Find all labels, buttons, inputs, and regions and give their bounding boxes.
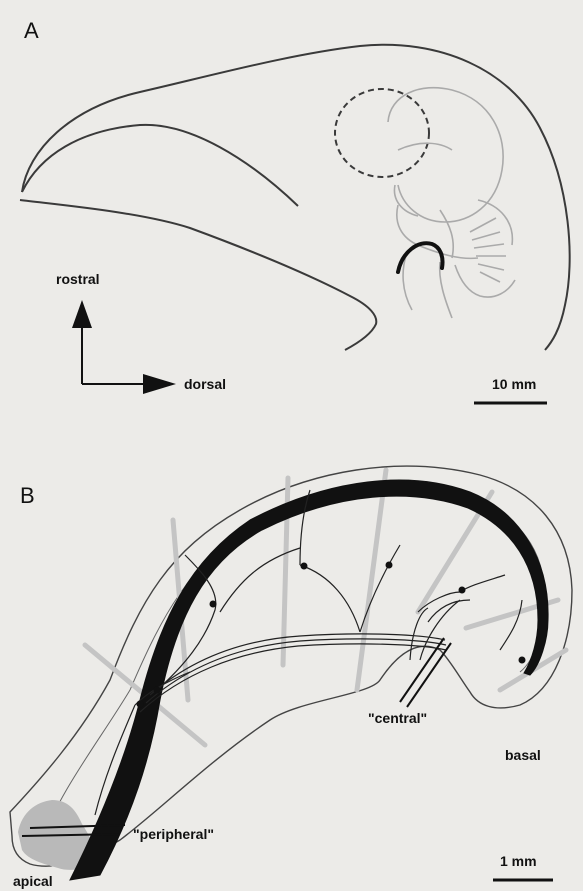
beak-upper-lower-line — [22, 125, 298, 206]
cochlea-mark — [398, 243, 443, 272]
arrow-up-icon — [72, 300, 92, 328]
arrow-right-icon — [143, 374, 176, 394]
cut-central — [400, 638, 451, 707]
eye-region-dashed-circle — [335, 89, 429, 177]
panel-a-label: A — [24, 18, 39, 43]
axis-label-dorsal: dorsal — [184, 376, 226, 392]
axis-label-rostral: rostral — [56, 271, 100, 287]
label-apical: apical — [13, 873, 53, 889]
label-peripheral: "peripheral" — [133, 826, 214, 842]
panel-b-label: B — [20, 483, 35, 508]
head-outline — [22, 45, 570, 350]
orientation-axes — [72, 300, 176, 394]
dark-band — [70, 480, 548, 880]
skull-light-outlines — [388, 88, 515, 318]
scale-bar-a-label: 10 mm — [492, 376, 536, 392]
scale-bar-b-label: 1 mm — [500, 853, 537, 869]
label-central: "central" — [368, 710, 427, 726]
papilla-outer-outline — [10, 466, 572, 866]
label-basal: basal — [505, 747, 541, 763]
panel-b: B — [10, 466, 572, 889]
panel-a: A rostral dorsal — [20, 18, 570, 403]
